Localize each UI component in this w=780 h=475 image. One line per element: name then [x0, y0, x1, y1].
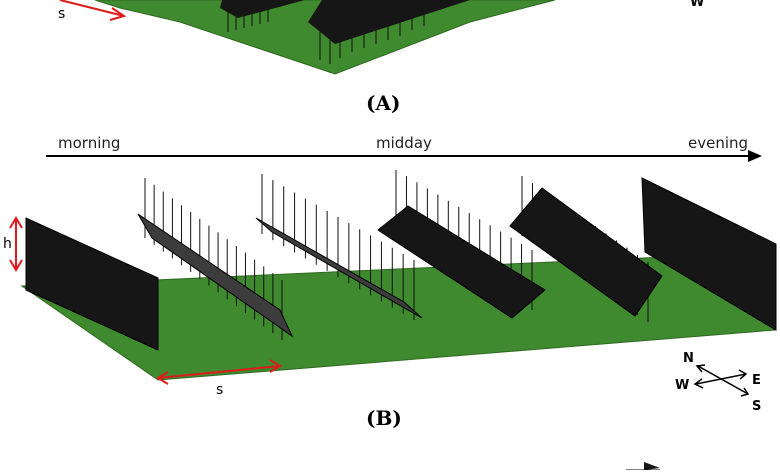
- panel-b-ground: [20, 251, 776, 381]
- spacing-arrowhead-right: [269, 359, 282, 373]
- compass-rose-icon: [693, 364, 750, 397]
- panel-a-spacing-arrowhead: [109, 7, 127, 21]
- panel-c-partial: [626, 462, 660, 471]
- compass-west: W: [675, 378, 689, 393]
- panel-a-pv-row-1: [220, 0, 305, 18]
- height-arrowhead-top: [9, 216, 23, 229]
- pv-panel: [509, 187, 663, 317]
- pv-panel: [641, 177, 777, 331]
- right-arrow-icon: [748, 150, 762, 162]
- panel-a-spacing-arrow: [59, 0, 125, 17]
- tracker-row-morning: [25, 217, 159, 351]
- tracker-row-mid-morning: [137, 178, 294, 340]
- compass-south: S: [752, 399, 761, 414]
- tracker-row-afternoon: [509, 176, 663, 322]
- caption-a: (A): [366, 91, 400, 115]
- panel-b-tracker-rows: [25, 170, 777, 351]
- tracker-row-evening: [641, 177, 777, 331]
- timeline-start-label: morning: [58, 134, 120, 152]
- timeline: morning midday evening: [46, 134, 762, 162]
- panel-b-scene: h s N W E S: [3, 170, 777, 414]
- timeline-end-label: evening: [688, 134, 748, 152]
- spacing-arrowhead-left: [156, 371, 169, 385]
- pv-panel: [137, 213, 294, 338]
- caption-b: (B): [366, 406, 402, 430]
- pv-panel: [255, 217, 423, 319]
- pv-panel: [377, 205, 546, 319]
- tracker-row-midday: [377, 170, 546, 319]
- spacing-label: s: [216, 382, 223, 398]
- panel-a-compass-partial: W: [690, 0, 704, 10]
- compass-east: E: [752, 373, 761, 388]
- panel-a-ground: [94, 0, 556, 75]
- panel-a-scene: s W: [58, 0, 704, 75]
- timeline-middle-label: midday: [376, 134, 432, 152]
- height-arrowhead-bottom: [9, 259, 23, 272]
- compass-north: N: [683, 351, 694, 366]
- spacing-dimension-line: [157, 365, 281, 379]
- pv-panel: [25, 217, 159, 351]
- panel-a-pv-row-2: [308, 0, 470, 44]
- tracker-row-late-morning: [255, 174, 423, 320]
- height-label: h: [3, 236, 12, 252]
- panel-a-spacing-label: s: [58, 6, 65, 22]
